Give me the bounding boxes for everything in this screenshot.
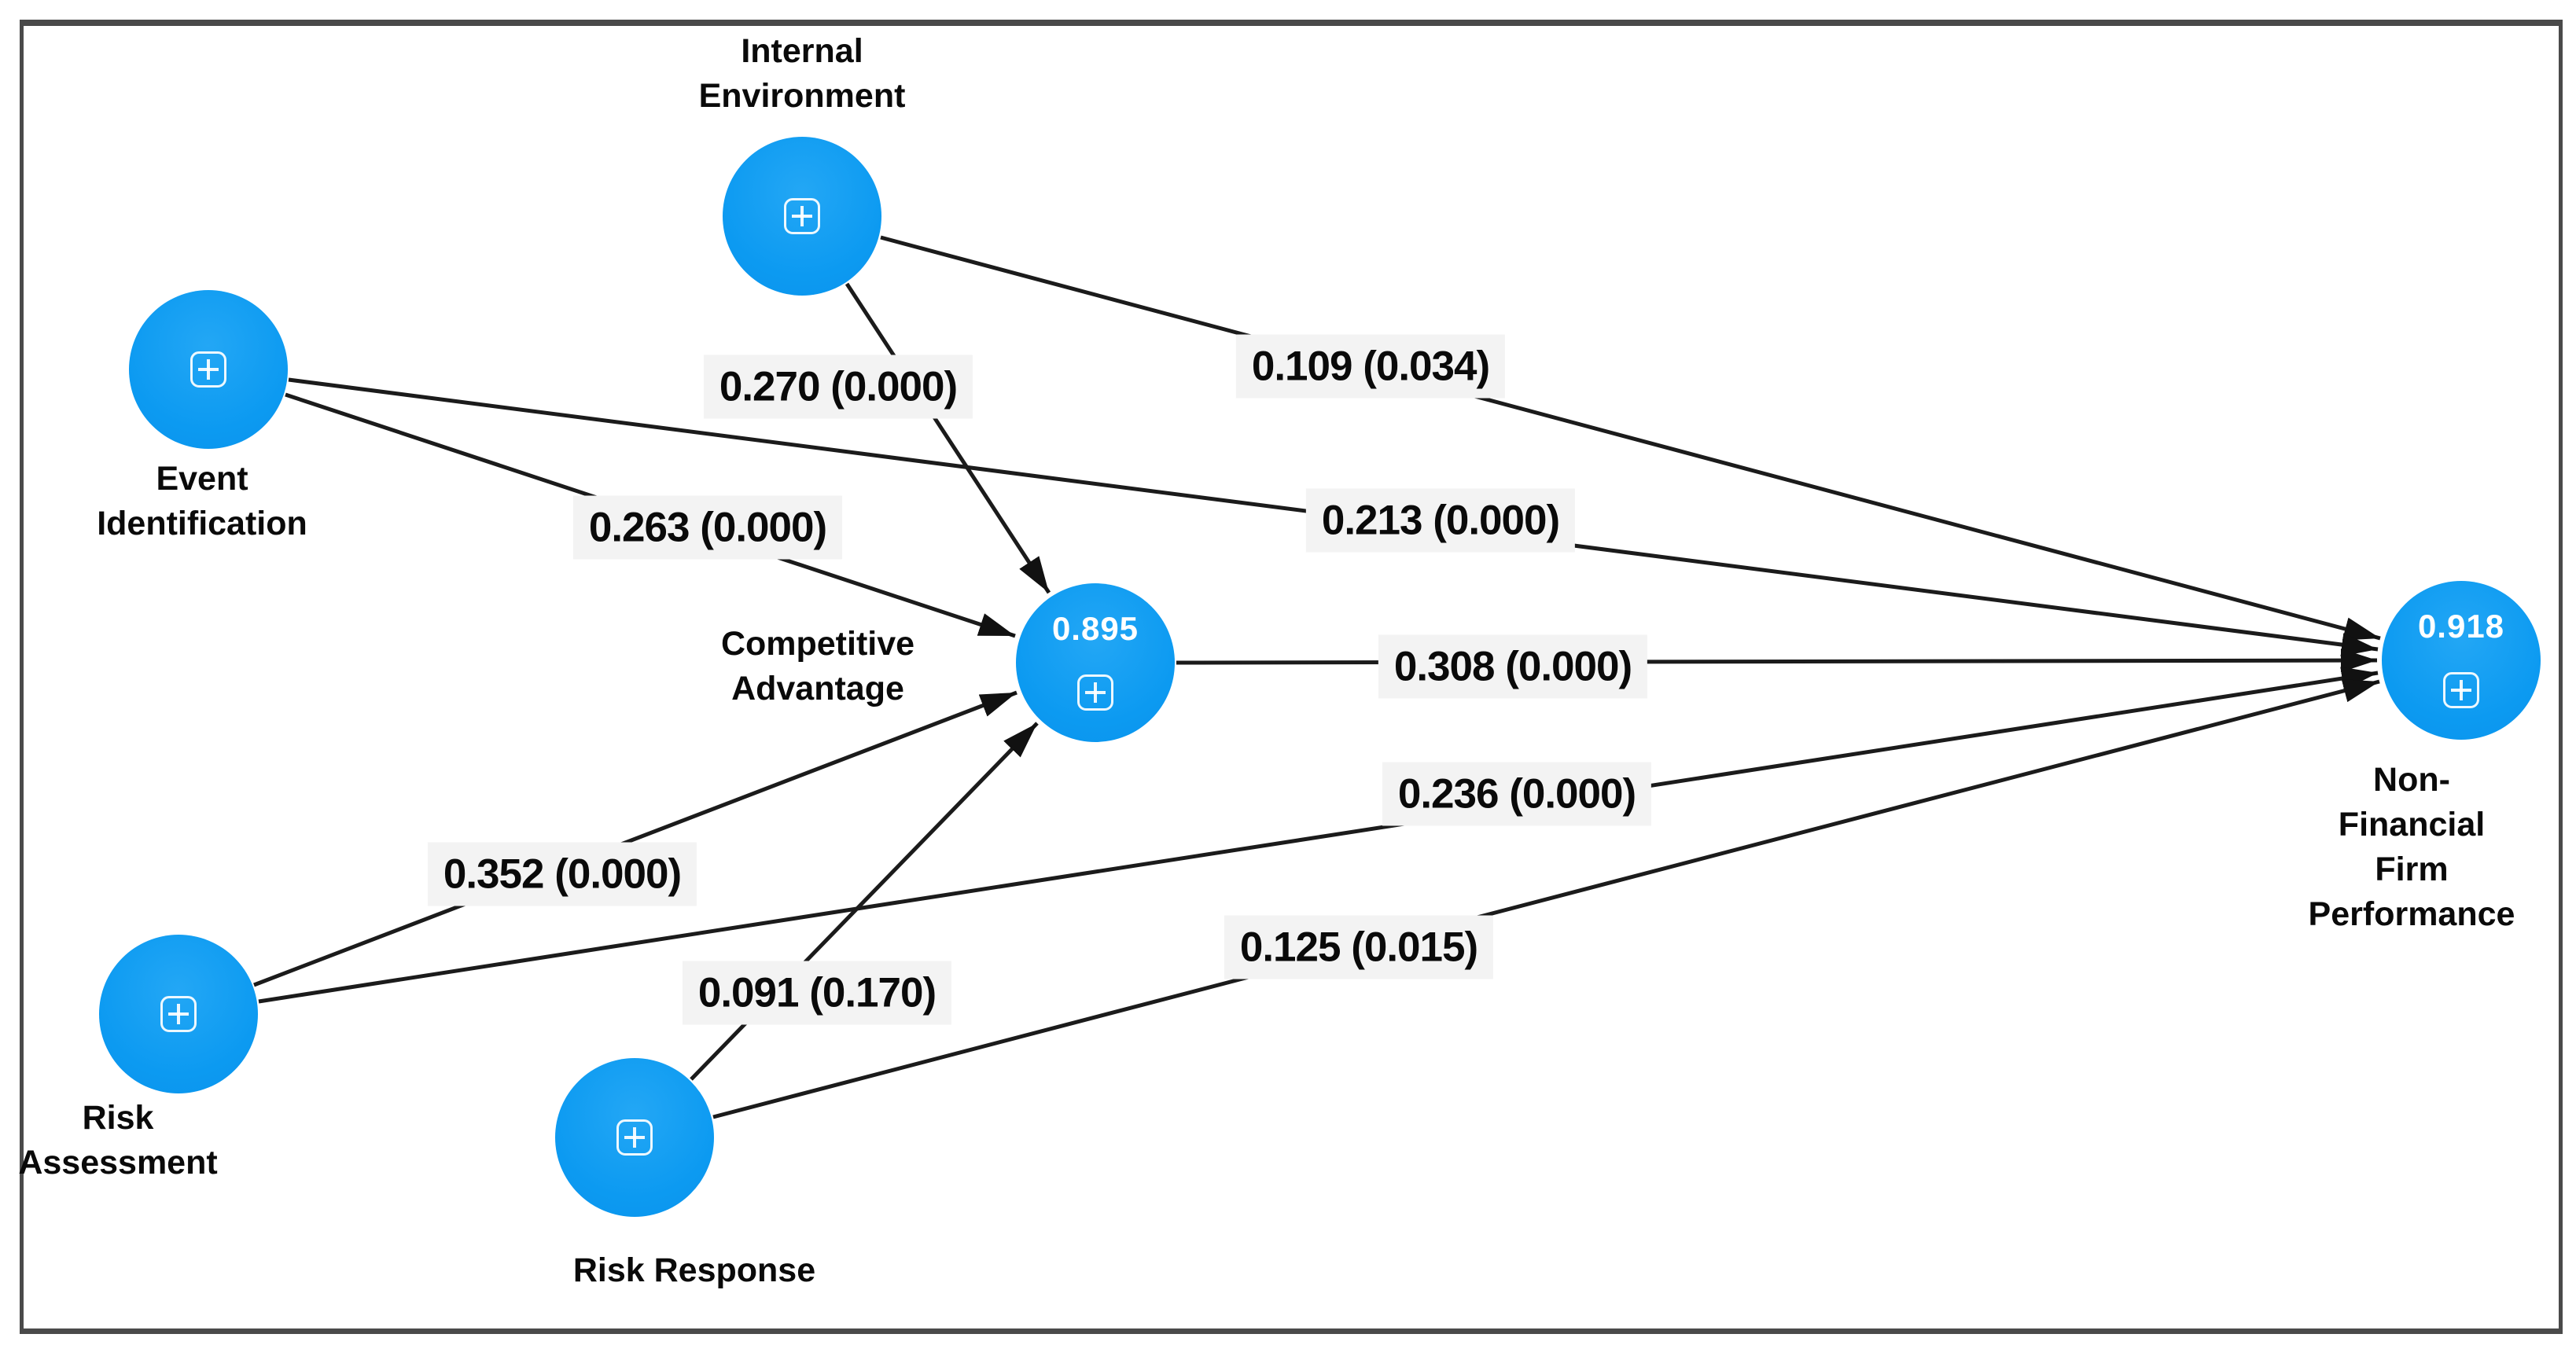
path-coefficient-risk-assessment-competitive-advantage: 0.352 (0.000) [427,842,697,906]
expand-plus-icon[interactable] [616,1119,653,1156]
path-risk-response-to-non-financial-firm-performance [712,679,2380,1119]
latent-variable-non-financial-firm-performance[interactable]: 0.918 [2382,581,2541,740]
path-coefficient-event-identification-competitive-advantage: 0.263 (0.000) [572,495,843,560]
path-coefficient-risk-response-non-financial-firm-performance: 0.125 (0.015) [1224,915,1494,979]
r-squared-value: 0.895 [1051,610,1139,647]
path-coefficient-risk-assessment-non-financial-firm-performance: 0.236 (0.000) [1382,762,1652,826]
node-label-competitive-advantage: Competitive Advantage [720,625,915,707]
path-risk-assessment-to-non-financial-firm-performance [258,667,2379,1004]
figure-border-frame [20,20,2563,1334]
path-coefficient-internal-environment-competitive-advantage: 0.270 (0.000) [703,355,973,419]
expand-plus-icon[interactable] [1077,674,1113,711]
node-label-internal-environment: Internal Environment [698,32,906,115]
r-squared-value: 0.918 [2417,608,2505,645]
expand-plus-icon[interactable] [2443,672,2479,708]
latent-variable-competitive-advantage[interactable]: 0.895 [1016,583,1175,742]
path-internal-environment-to-competitive-advantage [845,282,1051,594]
node-label-risk-response: Risk Response [572,1251,816,1289]
path-risk-assessment-to-competitive-advantage [253,690,1018,987]
expand-plus-icon[interactable] [160,996,197,1032]
latent-variable-internal-environment[interactable] [723,137,881,296]
node-label-event-identification: Event Identification [97,460,307,542]
path-coefficient-internal-environment-non-financial-firm-performance: 0.109 (0.034) [1235,334,1506,399]
latent-variable-risk-assessment[interactable] [99,935,258,1093]
path-coefficient-competitive-advantage-non-financial-firm-performance: 0.308 (0.000) [1378,634,1648,699]
node-label-risk-assessment: Risk Assessment [18,1099,218,1181]
expand-plus-icon[interactable] [190,351,226,388]
latent-variable-risk-response[interactable] [555,1058,714,1217]
node-label-non-financial-firm-performance: Non-Financial Firm Performance [2308,761,2515,933]
path-risk-response-to-competitive-advantage [690,722,1039,1081]
expand-plus-icon[interactable] [784,198,820,234]
path-coefficient-risk-response-competitive-advantage: 0.091 (0.170) [682,961,952,1025]
latent-variable-event-identification[interactable] [129,290,288,449]
path-internal-environment-to-non-financial-firm-performance [880,235,2381,641]
path-coefficient-event-identification-non-financial-firm-performance: 0.213 (0.000) [1305,488,1576,553]
path-competitive-advantage-to-non-financial-firm-performance [1176,649,2378,673]
